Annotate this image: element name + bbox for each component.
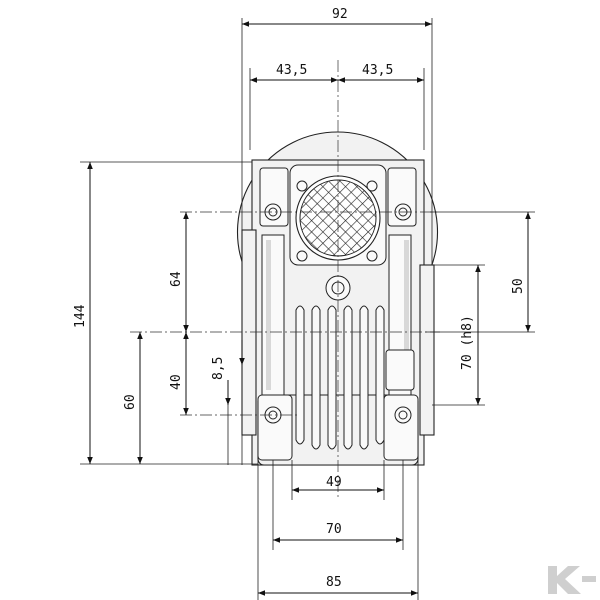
dim-axis-to-lower-bolt: 40 [169, 374, 184, 390]
gearbox-body [236, 131, 439, 466]
bore-hole-br [366, 250, 378, 262]
dim-bottom-inner: 49 [326, 475, 342, 490]
bore-hole-bl [296, 250, 308, 262]
bore-hole-tl [296, 180, 308, 192]
left-rib [261, 234, 285, 396]
input-bore-crosshatch [300, 180, 376, 256]
right-lug-bottom [383, 394, 419, 461]
dim-flange-offset: 8,5 [211, 357, 226, 380]
dimension-lines [87, 21, 531, 596]
dim-bottom-middle: 70 [326, 522, 342, 537]
left-side-flange [241, 229, 257, 436]
bolt-hole-bottom-right-inner [398, 410, 408, 420]
right-rib-shade [404, 240, 409, 350]
right-side-flange [419, 264, 435, 436]
dim-overall-height: 144 [73, 304, 88, 328]
right-lug-mid [385, 349, 415, 391]
dim-output-axis-height: 60 [123, 394, 138, 410]
brand-logo-icon [548, 566, 596, 594]
dim-shaft-distance: 50 [511, 278, 526, 294]
left-rib-shade [266, 240, 271, 390]
dim-half-right: 43,5 [362, 63, 393, 78]
bore-hole-tr [366, 180, 378, 192]
left-lug-bottom [257, 394, 293, 461]
cooling-fins [295, 305, 385, 450]
dim-bottom-outer: 85 [326, 575, 342, 590]
dim-half-left: 43,5 [276, 63, 307, 78]
dim-axis-to-top-bolt: 64 [169, 271, 184, 287]
dim-overall-width: 92 [332, 7, 348, 22]
dim-flange-spigot: 70 (h8) [460, 315, 475, 370]
center-lines [130, 60, 440, 500]
